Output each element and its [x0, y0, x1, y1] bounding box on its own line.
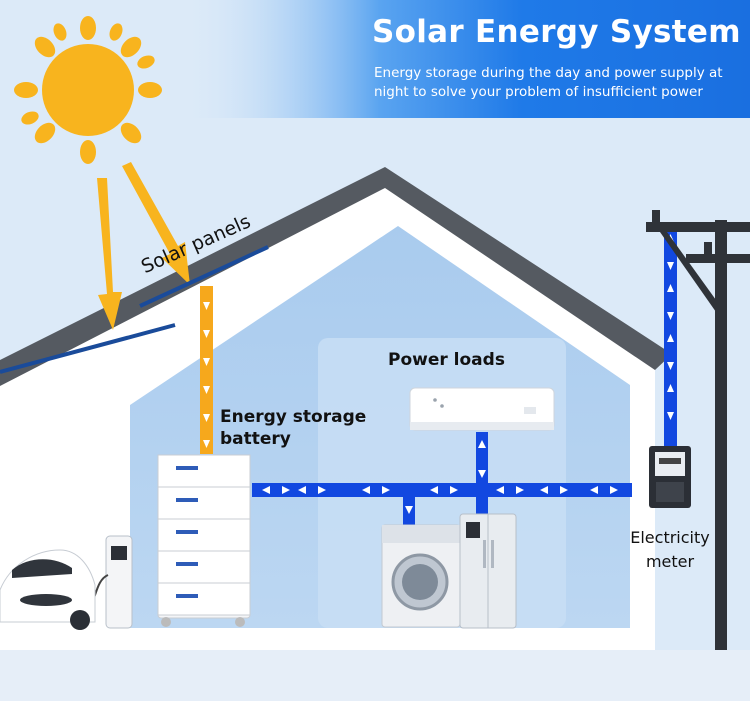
ev-charger-icon: [89, 535, 133, 629]
solar-panel-icon: [0, 245, 269, 374]
grid-flow-line: [252, 483, 632, 497]
battery-icon: [157, 454, 251, 627]
washing-machine-icon: [381, 524, 461, 628]
ground: [0, 650, 750, 701]
utility-pole-icon: [646, 210, 750, 650]
electricity-meter-icon: [649, 446, 691, 508]
meter-label-line1: Electricity: [630, 528, 710, 547]
battery-label: Energy storage battery: [220, 406, 366, 450]
refrigerator-icon: [459, 513, 517, 629]
meter-label-line2: meter: [645, 552, 695, 571]
house-roof: [0, 167, 672, 386]
grid-flow-arrows: [262, 486, 618, 494]
solar-flow-line: [200, 286, 213, 454]
battery-label-line2: battery: [220, 429, 291, 449]
fridge-flow-line: [476, 496, 488, 516]
page-title: Solar Energy System: [372, 14, 741, 50]
solar-flow-arrows: [203, 302, 210, 448]
header-banner: [180, 0, 750, 118]
electric-car-icon: [0, 549, 96, 630]
power-loads-label: Power loads: [388, 350, 505, 370]
meter-label: Electricity meter: [626, 526, 714, 574]
battery-label-line1: Energy storage: [220, 407, 367, 427]
page-subtitle: Energy storage during the day and power …: [374, 65, 723, 100]
sunlight-arrows: [97, 162, 190, 330]
sun-icon: [14, 16, 162, 164]
air-conditioner-icon: [409, 387, 555, 431]
